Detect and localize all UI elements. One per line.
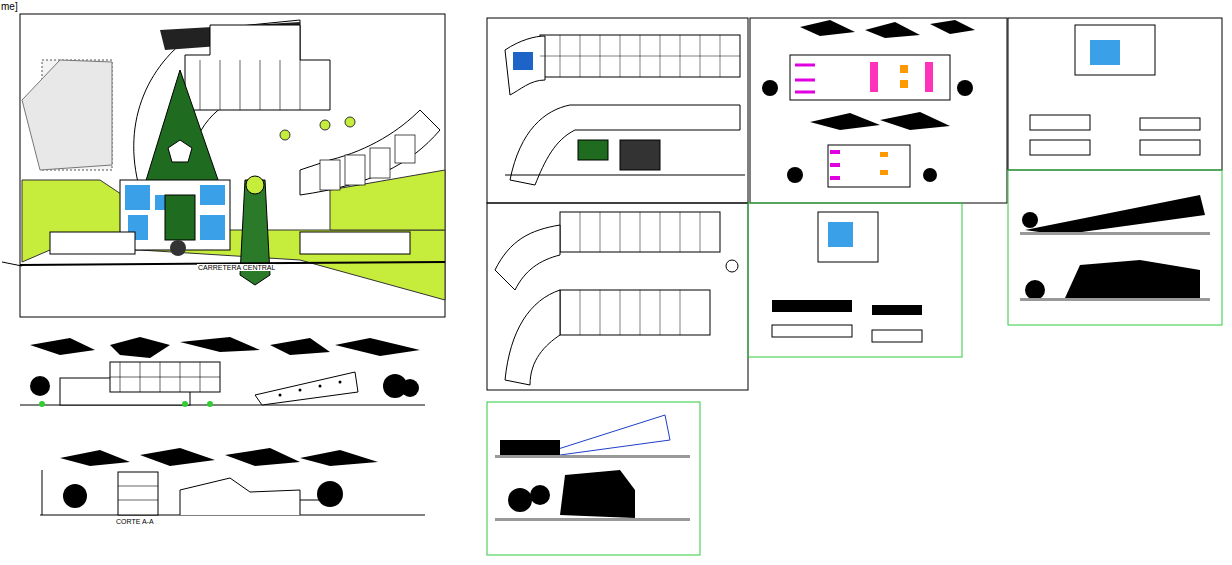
sheet-label: me]	[0, 2, 19, 12]
sheet-label: CORTE A-A	[115, 518, 155, 525]
elevation	[20, 337, 425, 407]
site-plan	[2, 14, 445, 317]
floor-plans	[487, 18, 1222, 203]
sheet-label: CARRETERA CENTRAL	[197, 264, 276, 271]
section	[40, 448, 425, 515]
floor-plans-lower	[487, 170, 1222, 555]
